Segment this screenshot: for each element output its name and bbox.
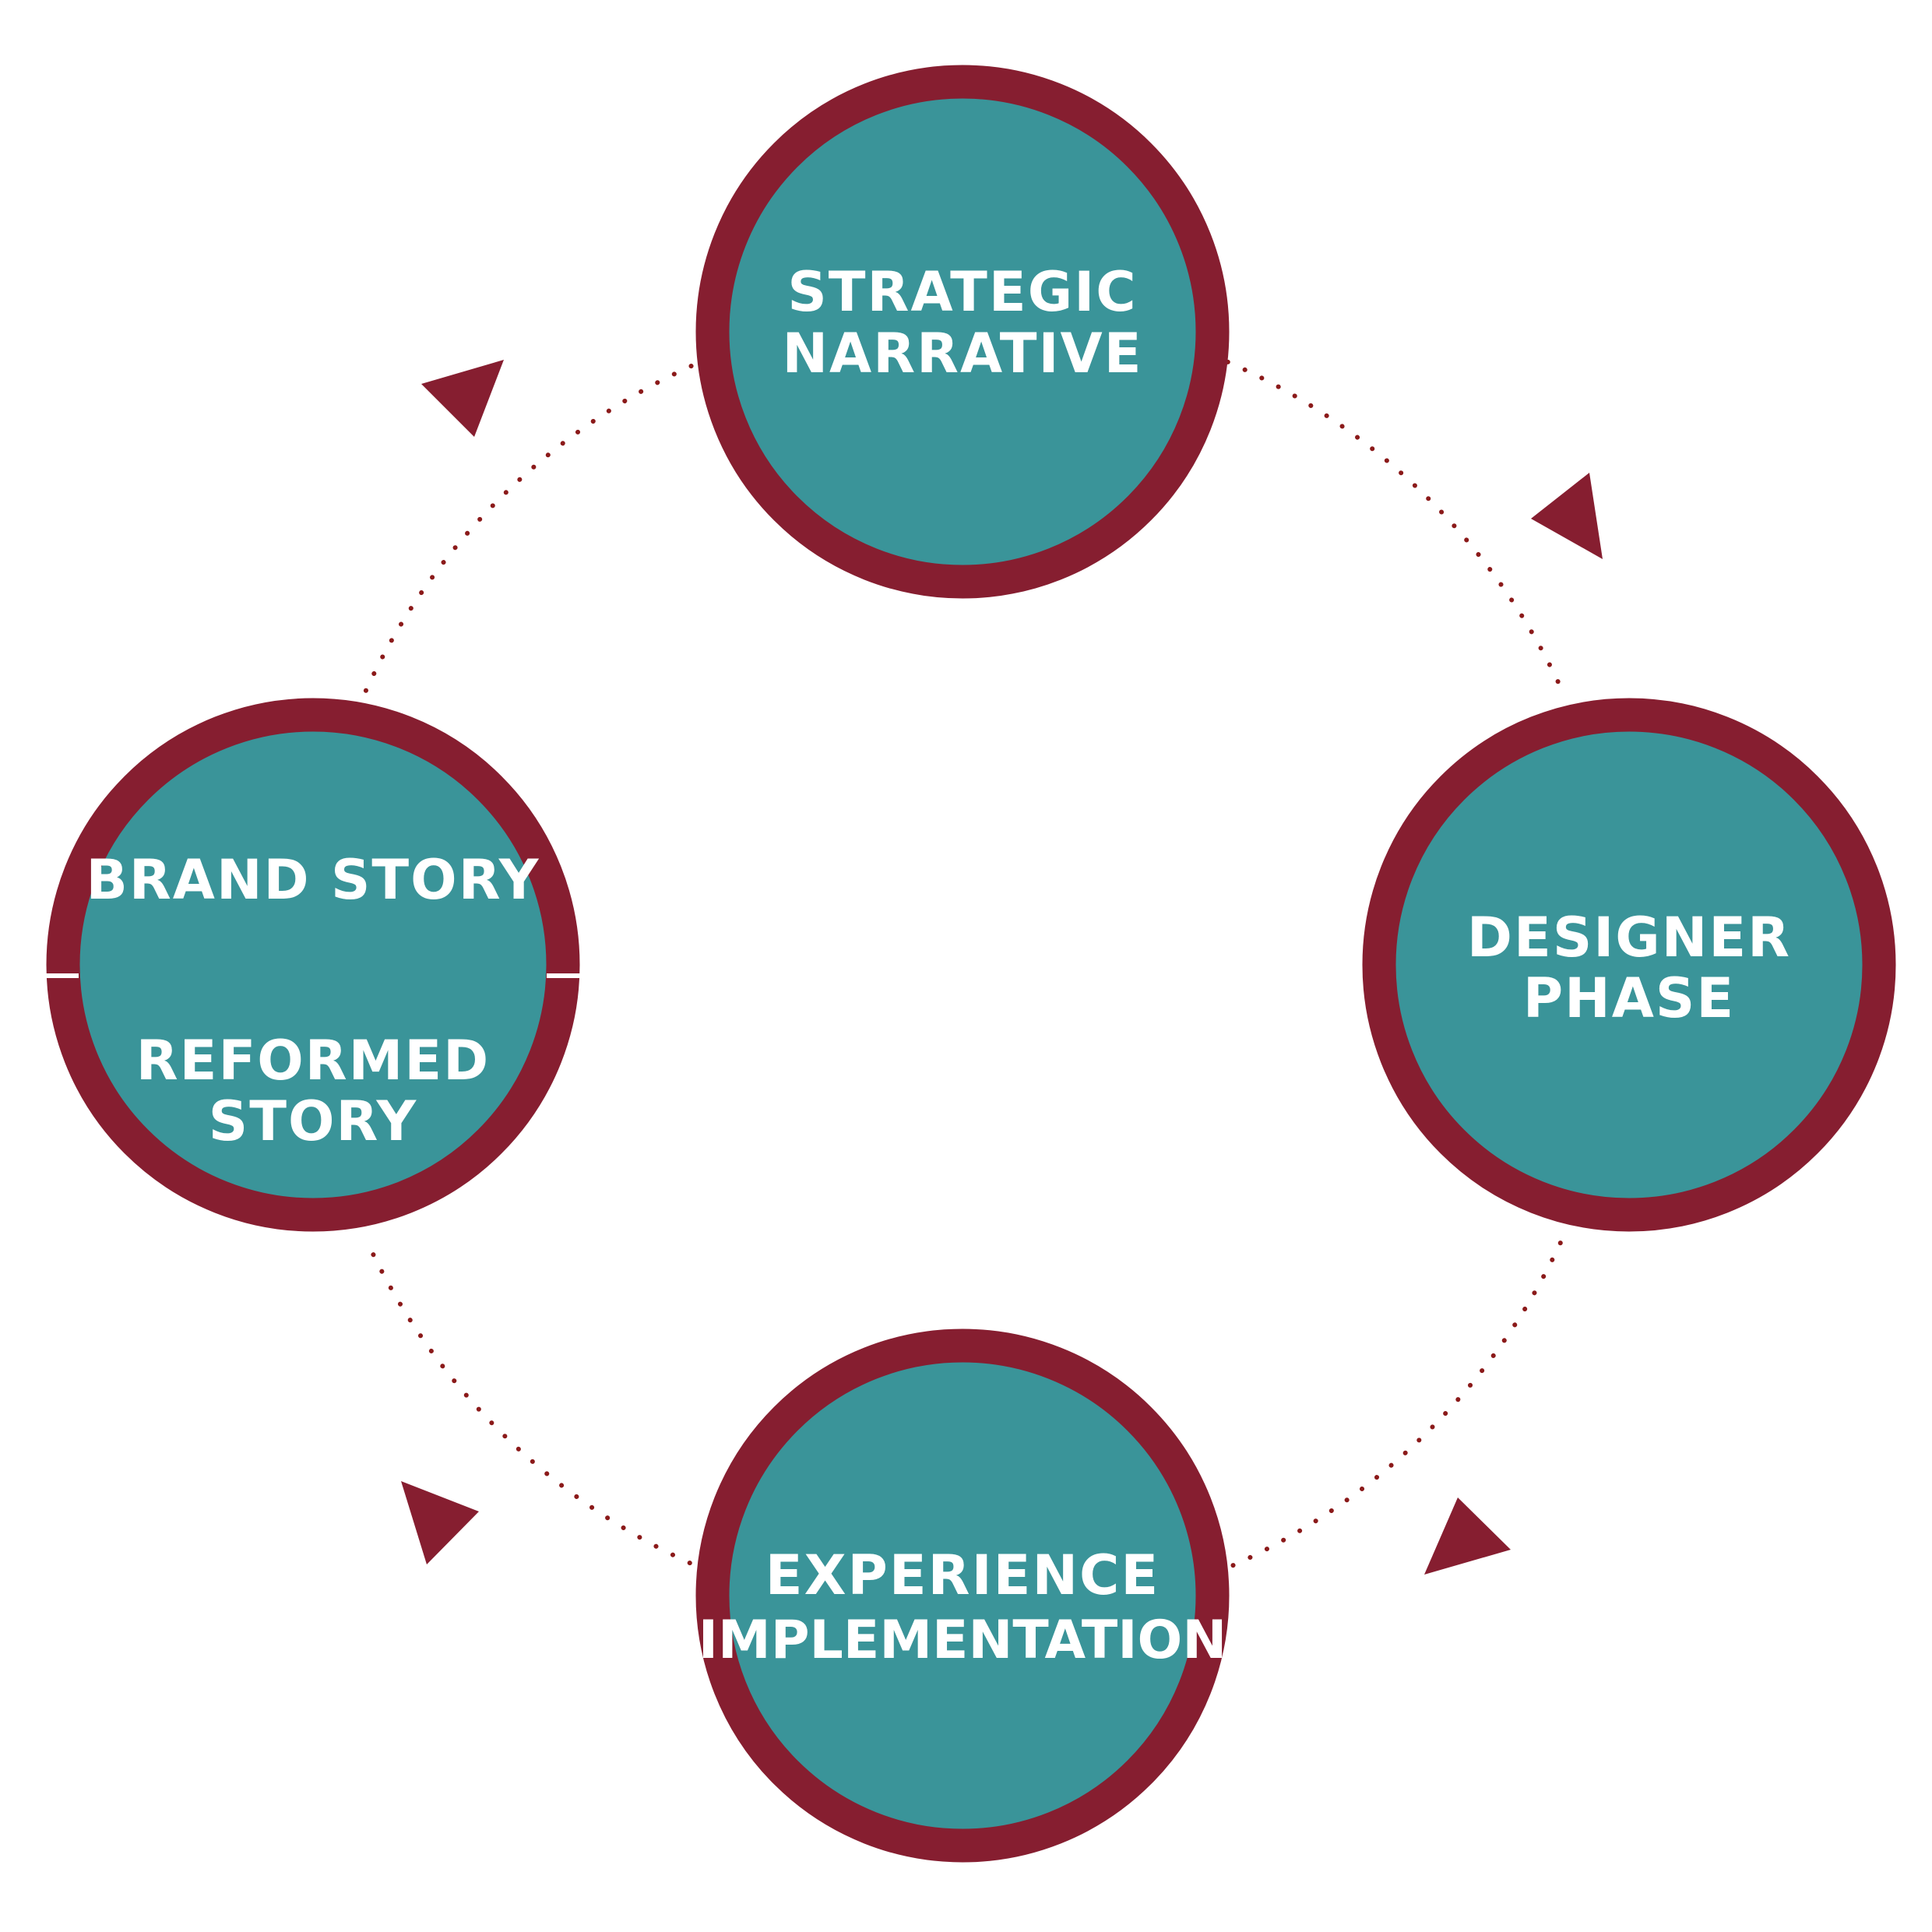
- node-circle: [1362, 698, 1896, 1232]
- arrowheads: [401, 360, 1603, 1575]
- connector-brand-to-strategic: [356, 352, 720, 710]
- node-label-line: BRAND STORY: [86, 848, 540, 912]
- node-circle: [695, 1328, 1230, 1863]
- node-label-line: NARRATIVE: [782, 322, 1142, 385]
- node-label-line: PHASE: [1523, 966, 1735, 1030]
- node-circle: [46, 698, 580, 1232]
- node-label-line: REFORMED: [136, 1029, 491, 1093]
- arrow-icon-top-right: [1531, 473, 1603, 559]
- node-label-line: IMPLEMENTATION: [699, 1610, 1226, 1671]
- connector-strategic-to-designer: [1208, 352, 1568, 700]
- node-label-line: STORY: [209, 1089, 417, 1153]
- connectors: [356, 352, 1568, 1573]
- arrow-icon-top-left: [421, 360, 504, 437]
- node-circle: [695, 65, 1230, 599]
- node-divider-right: [547, 973, 580, 978]
- connector-designer-to-experience: [1219, 1240, 1563, 1573]
- arrow-icon-bottom-left: [401, 1481, 479, 1564]
- node-designer-phase: DESIGNER PHASE: [1362, 698, 1896, 1232]
- node-strategic-narrative: STRATEGIC NARRATIVE: [695, 65, 1230, 599]
- node-label-line: EXPERIENCE: [765, 1543, 1160, 1607]
- node-label-line: DESIGNER: [1467, 906, 1791, 970]
- arrow-icon-bottom-right: [1424, 1497, 1511, 1575]
- node-label-line: STRATEGIC: [787, 260, 1137, 324]
- node-divider-left: [46, 973, 79, 978]
- connector-experience-to-brand: [365, 1240, 709, 1573]
- node-experience-implementation: EXPERIENCE IMPLEMENTATION: [695, 1328, 1230, 1863]
- node-brand-story: BRAND STORY REFORMED STORY: [46, 698, 580, 1232]
